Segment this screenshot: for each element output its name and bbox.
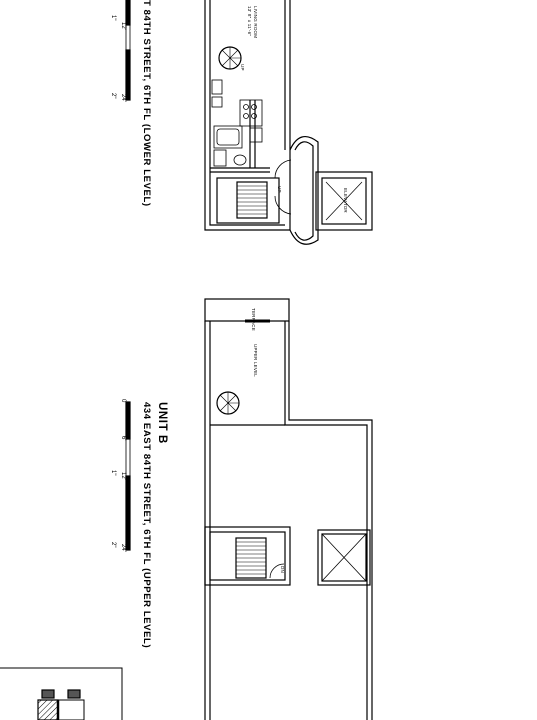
lower-level-plan [204, 0, 373, 245]
upper-plan-title: 434 EAST 84TH STREET, 6TH FL (UPPER LEVE… [141, 402, 152, 649]
scale-bottom-tick-6: 6' [120, 436, 126, 441]
living-room-dimensions: 13' 8" x 11'-6" [247, 6, 252, 37]
scale-bottom-tick-12: 12' [120, 472, 126, 480]
upper-stair [204, 526, 291, 586]
lower-spiral-stair [218, 46, 242, 70]
living-room-label: LIVING ROOM [253, 6, 258, 39]
scale-bottom-inch-2: 2" [110, 542, 116, 548]
unit-title: UNIT B [156, 402, 168, 444]
lower-outer-wall [204, 0, 291, 231]
lower-plan-title: T 84TH STREET, 6TH FL (LOWER LEVEL) [141, 0, 152, 207]
lower-partition [210, 167, 270, 173]
lower-inner-wall [209, 0, 286, 226]
lower-elevator [315, 171, 373, 231]
scale-top-tick-24: 24' [120, 94, 126, 102]
scale-bar-top [125, 0, 131, 101]
terrace-label: TERRACE [251, 308, 256, 331]
lower-stair-up-label: UP [277, 186, 282, 193]
terrace-outline [204, 298, 290, 322]
scale-bottom-inch-1: 1" [110, 470, 116, 476]
lower-spiral-up-label: UP [240, 64, 245, 71]
elevator-label: ELEVATOR [343, 188, 348, 213]
dn-label: DN [280, 566, 285, 573]
scale-top-inch-2: 2" [110, 93, 116, 99]
upper-room-outline [204, 321, 373, 720]
upper-level-label: UPPER LEVEL [253, 344, 258, 377]
scale-bar-bottom [125, 401, 131, 551]
lower-stair [216, 177, 280, 224]
entry-vestibule [274, 135, 319, 245]
bathroom-fixtures [213, 125, 247, 167]
scale-top-tick-12: 12' [120, 22, 126, 30]
scale-top-inch-1: 1" [110, 15, 116, 21]
scale-bottom-tick-24: 24' [120, 544, 126, 552]
upper-spiral-stair [216, 391, 240, 415]
scale-bottom-tick-0: 0 [120, 399, 126, 403]
key-plan [0, 667, 123, 720]
upper-elevator-shaft [317, 529, 371, 586]
upper-level-plan [204, 298, 373, 720]
kitchen-fixtures [211, 79, 263, 143]
